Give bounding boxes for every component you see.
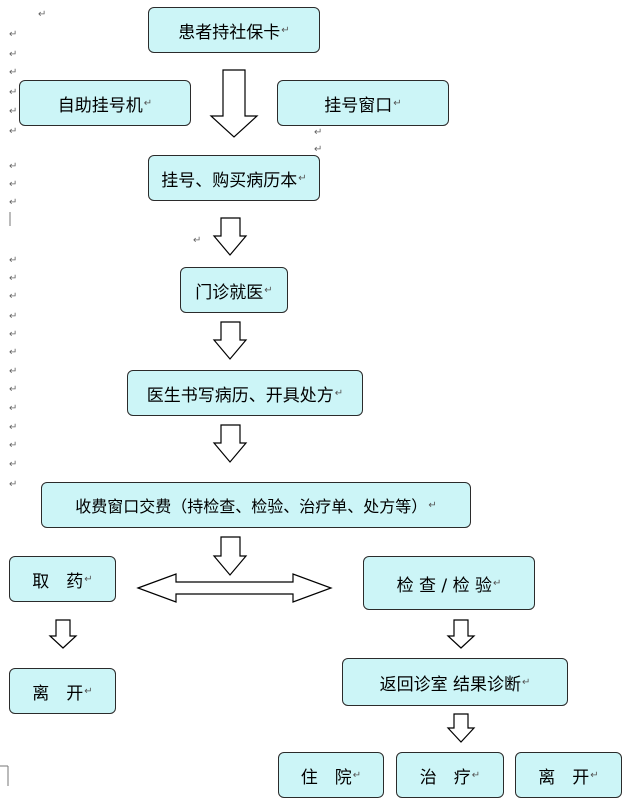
paragraph-mark: ↵ (9, 329, 18, 340)
paragraph-mark: ↵ (9, 29, 18, 40)
node-leave-right-label: 离 开 (538, 767, 590, 788)
paragraph-mark: ↵ (9, 197, 18, 208)
paragraph-mark: ↵ (9, 459, 18, 470)
paragraph-mark: ↵ (9, 479, 18, 490)
paragraph-mark: ↵ (314, 144, 323, 155)
node-medicine-label: 取 药 (32, 571, 84, 592)
node-registration-window-label: 挂号窗口 (324, 95, 393, 116)
node-leave-right: 离 开↵ (515, 752, 622, 798)
node-card: 患者持社保卡↵ (148, 7, 320, 53)
node-medicine: 取 药↵ (9, 556, 116, 602)
paragraph-mark: ↵ (9, 384, 18, 395)
paragraph-mark: ↵ (38, 9, 47, 20)
paragraph-mark: ↵ (9, 273, 18, 284)
node-registration-window: 挂号窗口↵ (277, 80, 449, 126)
node-treatment-label: 治 疗 (419, 767, 471, 788)
node-return-diagnosis: 返回诊室 结果诊断↵ (342, 658, 568, 706)
node-self-registration: 自助挂号机↵ (19, 80, 191, 126)
paragraph-mark: ↵ (9, 161, 18, 172)
node-leave-left-label: 离 开 (32, 683, 84, 704)
node-doctor: 医生书写病历、开具处方↵ (127, 370, 363, 416)
node-doctor-label: 医生书写病历、开具处方 (146, 385, 334, 406)
paragraph-mark: ↵ (9, 67, 18, 78)
node-payment: 收费窗口交费（持检查、检验、治疗单、处方等）↵ (41, 482, 471, 528)
arrow-double-horizontal (136, 573, 333, 603)
arrow-down-2 (212, 217, 248, 256)
arrow-down-4 (212, 424, 248, 463)
node-hospital: 住 院↵ (278, 752, 384, 798)
paragraph-mark: ↵ (9, 440, 18, 451)
node-hospital-label: 住 院 (300, 767, 352, 788)
node-self-registration-label: 自助挂号机 (57, 95, 143, 116)
paragraph-mark: ↵ (9, 422, 18, 433)
paragraph-mark: ↵ (314, 127, 323, 138)
paragraph-mark: ↵ (9, 179, 18, 190)
paragraph-mark: ↵ (9, 87, 18, 98)
node-clinic: 门诊就医↵ (180, 267, 288, 313)
node-return-diagnosis-label: 返回诊室 结果诊断 (379, 674, 521, 695)
arrow-down-5 (212, 536, 248, 576)
node-exam: 检 查 / 检 验↵ (363, 556, 535, 610)
arrow-down-medicine (48, 619, 78, 649)
node-leave-left: 离 开↵ (9, 668, 116, 714)
arrow-down-return (446, 713, 476, 743)
paragraph-mark: ↵ (9, 255, 18, 266)
paragraph-mark: ↵ (9, 366, 18, 377)
node-card-label: 患者持社保卡 (178, 22, 281, 43)
node-register: 挂号、购买病历本↵ (148, 155, 320, 201)
arrow-down-exam (446, 619, 476, 649)
paragraph-mark: ↵ (9, 403, 18, 414)
node-register-label: 挂号、购买病历本 (161, 170, 298, 191)
paragraph-mark: ↵ (9, 106, 18, 117)
node-treatment: 治 疗↵ (396, 752, 504, 798)
paragraph-mark: ↵ (9, 126, 18, 137)
node-exam-label: 检 查 / 检 验 (396, 575, 492, 596)
paragraph-mark: ↵ (193, 235, 202, 246)
node-clinic-label: 门诊就医 (195, 282, 264, 303)
paragraph-mark: ↵ (9, 311, 18, 322)
node-payment-label: 收费窗口交费（持检查、检验、治疗单、处方等） (75, 497, 428, 516)
arrow-down-1 (209, 69, 259, 138)
arrow-down-3 (212, 321, 248, 360)
paragraph-mark: ↵ (9, 347, 18, 358)
paragraph-mark: ↵ (9, 49, 18, 60)
paragraph-mark: ↵ (9, 291, 18, 302)
